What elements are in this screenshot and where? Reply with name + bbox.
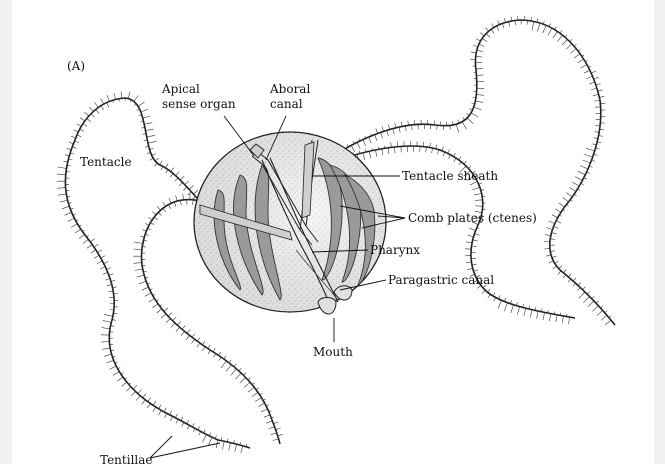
label-tentacle: Tentacle	[80, 155, 132, 169]
leader-tentillae-1	[150, 436, 172, 458]
label-tentacle-sheath: Tentacle sheath	[402, 169, 498, 183]
label-apical-line1: Apical	[161, 82, 200, 96]
label-aboral-line2: canal	[270, 97, 303, 111]
label-comb-plates: Comb plates (ctenes)	[408, 211, 537, 225]
mouth-lobe	[318, 298, 336, 315]
label-apical-line2: sense organ	[162, 97, 236, 111]
label-pharynx: Pharynx	[370, 243, 420, 257]
label-aboral-line1: Aboral	[269, 82, 310, 96]
label-mouth: Mouth	[313, 345, 353, 359]
panel-label: (A)	[67, 59, 85, 73]
leader-tentillae-2	[150, 443, 220, 458]
label-tentillae: Tentillae	[100, 453, 153, 464]
label-paragastric-canal: Paragastric canal	[388, 273, 494, 287]
